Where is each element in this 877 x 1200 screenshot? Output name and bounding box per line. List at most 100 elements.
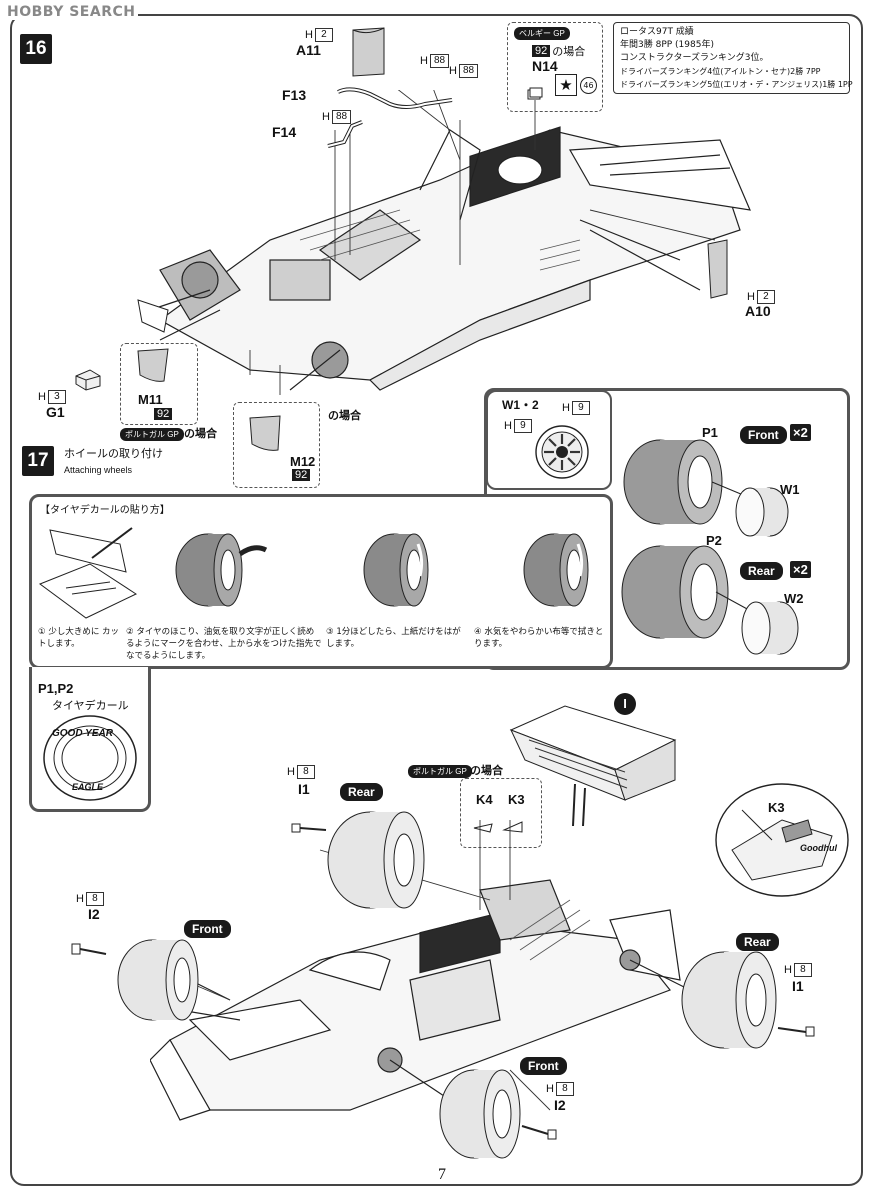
rear-right-bolt (777, 1026, 815, 1037)
front-qty: ×2 (790, 424, 811, 441)
decal-step-1: ① 少し大きめに カットします。 (38, 627, 120, 649)
assembly-car-drawing (150, 820, 691, 1121)
watermark: HOBBY SEARCH (4, 4, 139, 20)
decal-sample-ring (43, 715, 137, 801)
front-left-part: I2 (88, 906, 100, 922)
info-line: コンストラクターズランキング3位。 (620, 53, 769, 63)
rear-tire-label: P2 (706, 533, 722, 548)
rear-qty: ×2 (790, 561, 811, 578)
decal-step-2: ② タイヤのほこり、油気を取り文字が正しく読めるようにマークを合わせ、上から水を… (126, 627, 322, 661)
part-m12-shape (249, 415, 281, 451)
rear-right-tire (681, 951, 777, 1049)
decal-step-4: ④ 水気をやわらかい布等で拭きとります。 (474, 627, 604, 649)
part-m11-shape (137, 348, 169, 382)
k-parts-box (460, 778, 542, 848)
chassis-drawing (149, 90, 751, 395)
k-parts-icons (473, 821, 523, 833)
n14-part-icon (527, 87, 543, 100)
detail-brand-text: Goodhul (800, 843, 837, 853)
results-info-box: ロータス97T 成績 年間3勝 8PP (1985年) コンストラクターズランキ… (613, 22, 853, 94)
front-bottom-bolt (521, 1125, 557, 1140)
decal-step-3: ③ 1分ほどしたら、上紙だけをはがします。 (326, 627, 461, 649)
rear-right-label: Rear (736, 933, 779, 951)
front-bottom-tire (439, 1069, 521, 1159)
rear-left-part: I1 (298, 781, 310, 797)
front-label: Front (740, 426, 787, 444)
front-tire-drawing (623, 439, 789, 537)
decal-sample-label: P1,P2 (38, 681, 74, 696)
step-17-title-en: Attaching wheels (64, 465, 133, 475)
m12-case-text: の場合 (328, 409, 361, 422)
part-m11-label: M11 (138, 392, 163, 407)
wheel-part-label: W1・2 (502, 398, 539, 412)
info-line: 年間3勝 8PP (1985年) (620, 40, 714, 50)
k3-detail-label: K3 (768, 800, 785, 815)
part-a10-shape (707, 239, 728, 299)
rear-left-bolt (291, 823, 327, 833)
info-line: ロータス97T 成績 (620, 27, 694, 37)
part-k4-label: K4 (476, 792, 493, 807)
part-a10-label: A10 (745, 303, 771, 319)
part-a11-shape (352, 27, 385, 77)
m11-variant: 92 (154, 408, 173, 420)
front-left-label: Front (184, 920, 231, 938)
front-tire-label: P1 (702, 425, 718, 440)
decal-number-badge: 46 (580, 77, 597, 94)
rear-wheel-label: W2 (784, 591, 804, 606)
m12-box (233, 402, 320, 488)
k3-detail-circle (715, 783, 849, 897)
decal-tire-1 (175, 533, 268, 607)
part-g1-shape (75, 369, 101, 391)
part-g1-label: G1 (46, 404, 65, 420)
decal-sample-brand-top: GOOD YEAR (52, 728, 113, 739)
front-wheel-label: W1 (780, 482, 800, 497)
wheel-rim-icon (535, 425, 589, 479)
rear-left-tire (327, 811, 425, 909)
part-m12-label: M12 (290, 454, 316, 469)
front-bottom-part: I2 (554, 1097, 566, 1113)
assembly-marker: I (614, 693, 636, 715)
decal-tire-3 (523, 533, 589, 607)
star-decal-icon: ★ (555, 74, 577, 96)
part-a11-label: A11 (296, 42, 321, 58)
part-m11-sheet (137, 299, 169, 333)
belgium-gp-tag: ベルギー GP (514, 27, 570, 40)
decal-tire-2 (363, 533, 429, 607)
part-f13-tube (337, 87, 453, 109)
info-line: ドライバーズランキング4位(アイルトン・セナ)2勝 7PP (620, 67, 821, 76)
m11-box (120, 343, 198, 425)
step-17-title-jp: ホイールの取り付け (64, 447, 163, 460)
part-n14-label: N14 (532, 58, 558, 74)
decal-instructions-panel (29, 494, 613, 669)
part-f13-label: F13 (282, 87, 307, 103)
front-bottom-label: Front (520, 1057, 567, 1075)
portugal-case-text: の場合 (184, 427, 217, 440)
part-f14-label: F14 (272, 124, 297, 140)
part-f14-tube (327, 120, 363, 148)
step-16-number: 16 (20, 34, 52, 64)
decal-cut-illustration (38, 527, 138, 619)
m12-variant: 92 (292, 469, 311, 481)
decal-sample-brand-bottom: EAGLE (72, 782, 104, 792)
rear-label: Rear (740, 562, 783, 580)
page-frame (10, 14, 863, 1186)
page-number: 7 (432, 1166, 452, 1184)
step-17-number: 17 (22, 446, 54, 476)
info-line: ドライバーズランキング5位(エリオ・デ・アンジェリス)1勝 1PP (620, 80, 853, 89)
part-k3-label: K3 (508, 792, 525, 807)
decal-panel-title: 【タイヤデカールの貼り方】 (40, 505, 170, 516)
rear-wing-drawing (509, 705, 677, 827)
portugal-gp-tag: ポルトガル GP (120, 428, 184, 441)
portugal-gp-tag-assembly: ポルトガル GP (408, 765, 472, 778)
rear-tire-drawing (621, 545, 799, 655)
front-left-tire (117, 939, 199, 1021)
